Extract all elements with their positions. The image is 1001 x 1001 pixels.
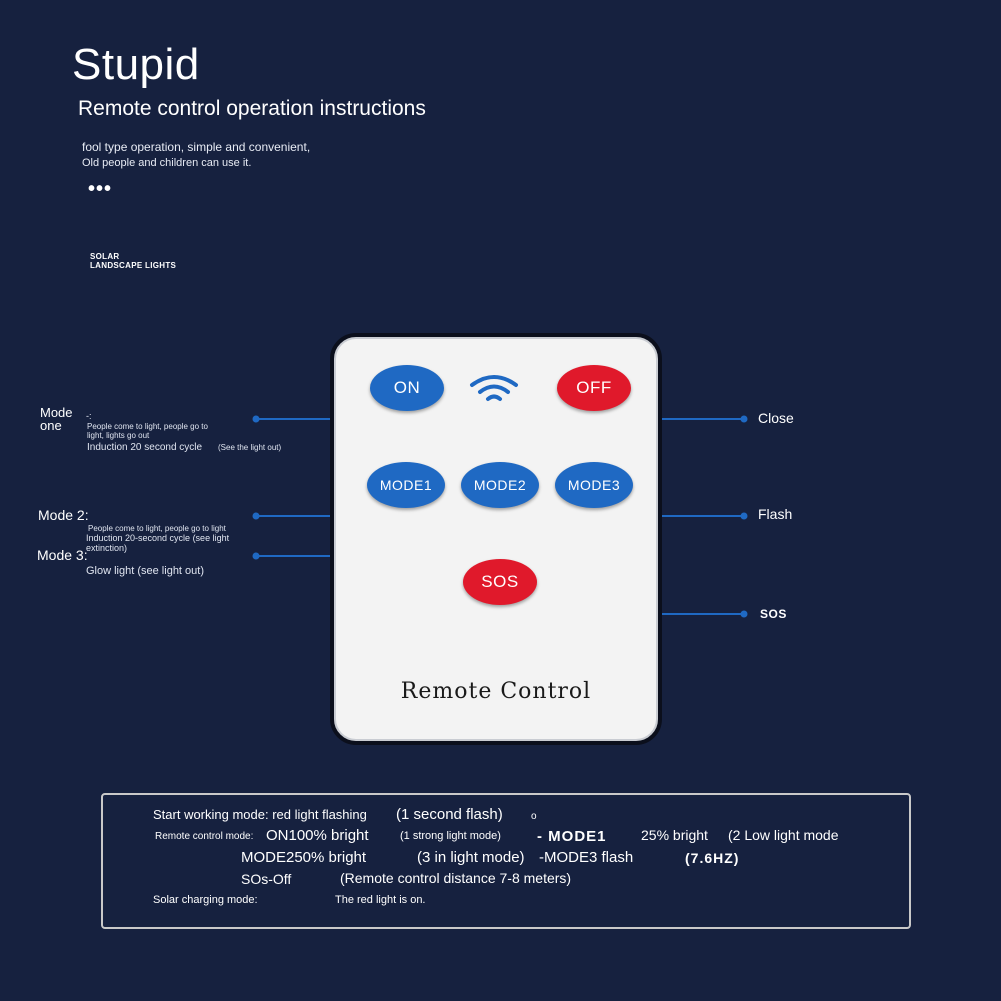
close-label: Close: [758, 410, 794, 426]
mode-two-desc-3: extinction): [86, 543, 128, 553]
dot-mode-three: [252, 552, 260, 560]
mode1-bright-text: 25% bright: [641, 827, 708, 843]
off-button[interactable]: OFF: [557, 365, 631, 411]
low-light-text: (2 Low light mode: [728, 827, 839, 843]
sos-off-text: SOs-Off: [241, 871, 292, 887]
mode3-button[interactable]: MODE3: [555, 462, 633, 508]
sos-button[interactable]: SOS: [463, 559, 537, 605]
solar-brand: SOLAR LANDSCAPE LIGHTS: [90, 252, 176, 270]
page-title: Stupid: [72, 40, 200, 89]
dots-decoration: •••: [88, 178, 113, 200]
mode1-text: - MODE1: [537, 828, 607, 845]
dot-mode-one: [252, 415, 260, 423]
dot-sos: [740, 610, 748, 618]
mode-one-desc-1: People come to light, people go to: [87, 422, 208, 431]
solar-brand-line-2: LANDSCAPE LIGHTS: [90, 261, 177, 270]
instructions-box: Start working mode: red light flashing (…: [101, 793, 911, 929]
mode-one-desc-2: light, lights go out: [87, 431, 150, 440]
red-light-text: The red light is on.: [335, 894, 426, 906]
mode-two-desc-1: People come to light, people go to light: [88, 524, 226, 533]
solar-mode-label: Solar charging mode:: [153, 894, 258, 906]
mode2-button[interactable]: MODE2: [461, 462, 539, 508]
mode-three-desc: Glow light (see light out): [86, 565, 204, 577]
on-button[interactable]: ON: [370, 365, 444, 411]
mode2-bright-text: MODE250% bright: [241, 849, 367, 866]
sos-label: SOS: [760, 607, 787, 621]
distance-text: (Remote control distance 7-8 meters): [340, 870, 572, 886]
mode1-button[interactable]: MODE1: [367, 462, 445, 508]
mode-one-dash: -:: [86, 411, 92, 421]
description-line-1: fool type operation, simple and convenie…: [82, 140, 311, 154]
mode-one-label-b: one: [40, 418, 62, 433]
mode3-flash-text: -MODE3 flash: [539, 849, 634, 866]
remote-mode-label: Remote control mode:: [155, 831, 254, 842]
frequency-text: (7.6HZ): [685, 850, 740, 866]
mode-three-label: Mode 3:: [37, 547, 88, 563]
wifi-icon: [468, 373, 520, 407]
remote-label: Remote Control: [400, 679, 592, 704]
mode-one-label-a: Mode: [40, 405, 73, 420]
description-line-2: Old people and children can use it.: [82, 157, 252, 169]
in-light-text: (3 in light mode): [417, 849, 525, 866]
solar-brand-line-1: SOLAR: [90, 252, 120, 261]
start-mode-flash: (1 second flash): [396, 806, 503, 823]
strong-light-text: (1 strong light mode): [400, 830, 501, 842]
start-mode-mark: o: [531, 811, 537, 822]
start-mode-text: Start working mode: red light flashing: [153, 807, 367, 822]
remote-control: ON OFF MODE1 MODE2 MODE3 SOS Remote Cont…: [330, 333, 662, 745]
mode-one-note: (See the light out): [218, 443, 282, 452]
dot-flash: [740, 512, 748, 520]
dot-close: [740, 415, 748, 423]
flash-label: Flash: [758, 506, 793, 522]
page-subtitle: Remote control operation instructions: [78, 97, 426, 120]
mode-two-desc-2: Induction 20-second cycle (see light: [86, 533, 230, 543]
on-100-text: ON100% bright: [266, 827, 369, 844]
mode-one-cycle: Induction 20 second cycle: [87, 442, 203, 453]
mode-two-label: Mode 2:: [38, 507, 89, 523]
dot-mode-two: [252, 512, 260, 520]
